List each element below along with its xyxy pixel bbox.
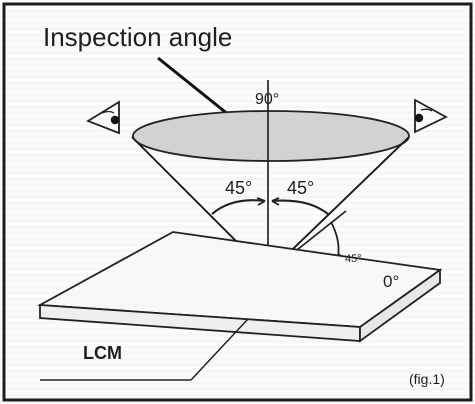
eye-icon <box>110 115 120 125</box>
title-text: Inspection angle <box>43 22 232 52</box>
left-angle-arc <box>211 199 266 215</box>
top-angle-label: 90° <box>255 91 279 108</box>
eye-icon <box>85 100 120 135</box>
svg-text:45°: 45° <box>225 178 252 198</box>
svg-text:Inspection angle: Inspection angle <box>43 22 232 52</box>
svg-text:0°: 0° <box>383 272 399 291</box>
arrow-icon <box>271 197 280 206</box>
right-angle-arc <box>271 199 329 215</box>
eye-icon <box>414 113 424 123</box>
svg-text:LCM: LCM <box>83 343 122 363</box>
eye-right <box>414 98 448 134</box>
small-angle-label: 45° <box>345 253 362 265</box>
eye-icon <box>420 108 433 112</box>
svg-text:90°: 90° <box>255 91 279 108</box>
svg-text:(fig.1): (fig.1) <box>409 371 445 387</box>
eye-icon <box>101 110 115 114</box>
right-angle-label: 45° <box>287 178 314 198</box>
svg-text:45°: 45° <box>287 178 314 198</box>
inspection-ellipse <box>132 110 410 162</box>
eye-icon <box>414 98 448 134</box>
zero-angle-label: 0° <box>383 272 399 291</box>
arrow-icon <box>256 197 266 206</box>
svg-text:45°: 45° <box>345 253 362 265</box>
lcm-callout-diagonal <box>190 318 249 381</box>
lcm-label: LCM <box>83 343 122 363</box>
left-angle-label: 45° <box>225 178 252 198</box>
eye-left <box>85 100 120 135</box>
figure-number-label: (fig.1) <box>409 371 445 387</box>
lcm-panel <box>36 231 443 343</box>
